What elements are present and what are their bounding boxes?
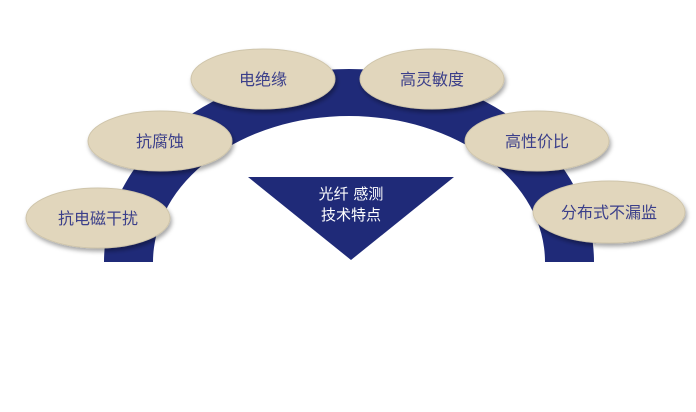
center-title-line-1: 光纤 感测 [319, 185, 384, 203]
feature-cost-effective: 高性价比 [464, 110, 610, 172]
feature-ellipse [87, 110, 233, 172]
feature-anti-corrosion: 抗腐蚀 [87, 110, 233, 172]
feature-label: 抗腐蚀 [136, 132, 184, 151]
feature-label: 电绝缘 [239, 70, 287, 89]
arch-ring [104, 69, 594, 262]
feature-distributed-monitoring: 分布式不漏监 [532, 180, 686, 244]
feature-ellipse [464, 110, 610, 172]
feature-label: 分布式不漏监 [561, 203, 657, 222]
feature-ellipse [190, 48, 336, 110]
feature-electrical-insulation: 电绝缘 [190, 48, 336, 110]
center-title-line-2: 技术特点 [321, 206, 381, 224]
feature-ellipse [532, 180, 686, 244]
feature-label: 抗电磁干扰 [58, 209, 138, 228]
feature-label: 高性价比 [505, 132, 569, 151]
feature-ellipse [25, 187, 171, 249]
feature-ellipse [359, 48, 505, 110]
feature-label: 高灵敏度 [400, 70, 464, 89]
center-triangle [248, 177, 454, 260]
feature-high-sensitivity: 高灵敏度 [359, 48, 505, 110]
feature-anti-emi: 抗电磁干扰 [25, 187, 171, 249]
